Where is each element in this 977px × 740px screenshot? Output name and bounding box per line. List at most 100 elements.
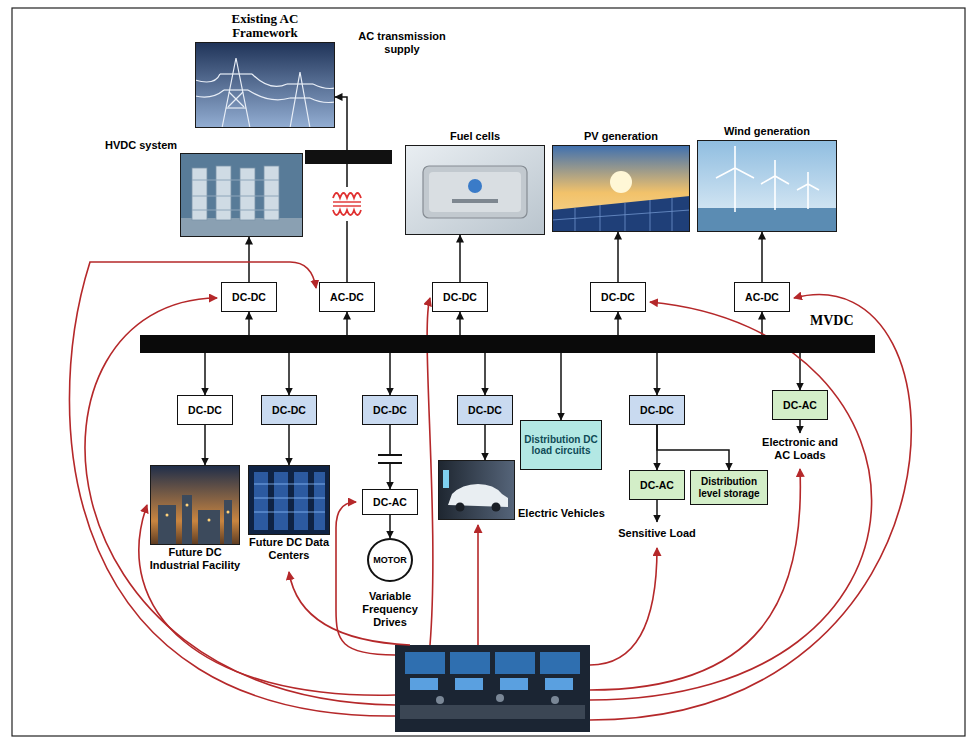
hvdc-hall-picture	[216, 166, 231, 220]
pv-picture	[552, 198, 690, 232]
image-panel: PV generation	[552, 145, 690, 232]
panel-heading: Fuel cells	[450, 130, 500, 143]
connector-arrow	[346, 312, 348, 335]
control-room-picture	[436, 696, 444, 704]
converter-box: DC-DC	[590, 282, 646, 312]
control-arrow	[590, 302, 872, 700]
industrial-picture	[158, 495, 232, 545]
hvdc-hall-picture	[192, 180, 279, 181]
hvdc-hall-picture	[180, 153, 303, 237]
capacitor-symbol	[378, 455, 402, 463]
image-panel: HVDC system	[180, 153, 303, 237]
control-arrow	[69, 262, 911, 720]
connector-arrow	[459, 312, 461, 335]
connector-arrow	[389, 515, 391, 538]
connector-arrow	[484, 425, 486, 460]
transformer-symbol	[333, 210, 361, 215]
converter-box: DC-DC	[457, 395, 513, 425]
fuel-cell-picture	[468, 179, 482, 193]
ac-grid-picture	[226, 107, 246, 108]
transformer-symbol	[331, 187, 363, 221]
connector-arrow	[761, 312, 763, 335]
control-room-picture	[400, 705, 585, 719]
box-label: MOTOR	[373, 555, 406, 565]
fuel-cell-picture	[452, 199, 498, 203]
connector-arrow	[656, 353, 658, 395]
connector-arrow	[459, 235, 461, 282]
pv-picture	[625, 203, 626, 232]
pv-picture	[600, 205, 601, 232]
control-room-picture	[455, 678, 483, 690]
connector-arrow	[560, 353, 562, 420]
wind-picture	[697, 140, 837, 232]
control-arrow	[590, 548, 657, 665]
converter-box: DC-DC	[629, 395, 685, 425]
pv-picture	[552, 145, 690, 232]
industrial-picture	[158, 505, 176, 545]
hvdc-hall-picture	[192, 196, 279, 197]
control-room-picture	[450, 652, 490, 674]
load-arrow	[656, 500, 658, 522]
pv-picture	[552, 145, 690, 232]
connector-arrow	[204, 353, 206, 395]
control-room-picture	[410, 678, 438, 690]
ev-picture	[438, 460, 515, 520]
connector-arrow	[204, 425, 206, 465]
box-label: DC-DC	[232, 291, 266, 303]
converter-box: DC-DC	[362, 395, 418, 425]
box-label: DC-AC	[640, 479, 674, 491]
control-room-picture	[405, 652, 445, 674]
control-room-picture	[496, 694, 504, 702]
box-label: Distribution DC load circuits	[524, 434, 598, 457]
hvdc-hall-picture	[192, 166, 279, 220]
wind-picture	[716, 146, 754, 178]
fuel-cell-picture	[405, 145, 545, 235]
connector-arrow	[288, 425, 290, 465]
pv-picture	[672, 198, 673, 232]
load-box: Distribution DC load circuits	[520, 420, 602, 470]
data-center-picture	[254, 472, 325, 530]
panel-heading: Existing AC Framework	[205, 12, 325, 40]
control-room-picture	[395, 645, 590, 732]
box-label: DC-DC	[601, 291, 635, 303]
connector-arrow	[288, 353, 290, 395]
ac-grid-picture	[229, 92, 244, 107]
ev-picture	[443, 470, 449, 488]
mvdc-bus: MVDC	[140, 335, 875, 353]
converter-box: DC-DC	[432, 282, 488, 312]
ac-grid-picture	[287, 83, 313, 84]
ev-picture	[438, 460, 515, 520]
transformer-symbol	[331, 187, 363, 221]
panel-heading: Future DC Industrial Facility	[143, 546, 247, 572]
ac-grid-picture	[195, 58, 335, 128]
ev-picture	[448, 484, 508, 507]
control-room-picture	[495, 652, 535, 674]
connector-arrow	[617, 312, 619, 335]
connector-arrow	[389, 353, 391, 395]
data-center-picture	[248, 465, 330, 535]
panel-heading: Electric Vehicles	[518, 507, 605, 520]
converter-box: DC-DC	[261, 395, 317, 425]
industrial-picture	[166, 514, 169, 517]
industrial-picture	[224, 500, 232, 545]
ac-grid-picture	[228, 92, 243, 107]
industrial-picture	[208, 519, 211, 522]
box-label: DC-DC	[188, 404, 222, 416]
capacitor-symbol	[378, 455, 402, 463]
data-center-picture	[248, 465, 330, 535]
storage-box: Distribution level storage	[690, 470, 768, 505]
industrial-picture	[198, 510, 220, 545]
converter-box: DC-DC	[221, 282, 277, 312]
hvdc-hall-picture	[192, 210, 279, 211]
load-arrow	[799, 420, 801, 433]
converter-box: DC-AC	[772, 390, 828, 420]
fuel-cell-picture	[429, 172, 521, 212]
industrial-picture	[150, 465, 240, 545]
capacitor-symbol	[378, 454, 402, 456]
image-panel: Existing AC Framework	[195, 42, 335, 128]
hvdc-hall-picture	[264, 166, 279, 220]
box-label: Distribution level storage	[694, 476, 764, 499]
wind-picture	[774, 176, 776, 210]
data-center-picture	[254, 484, 325, 512]
